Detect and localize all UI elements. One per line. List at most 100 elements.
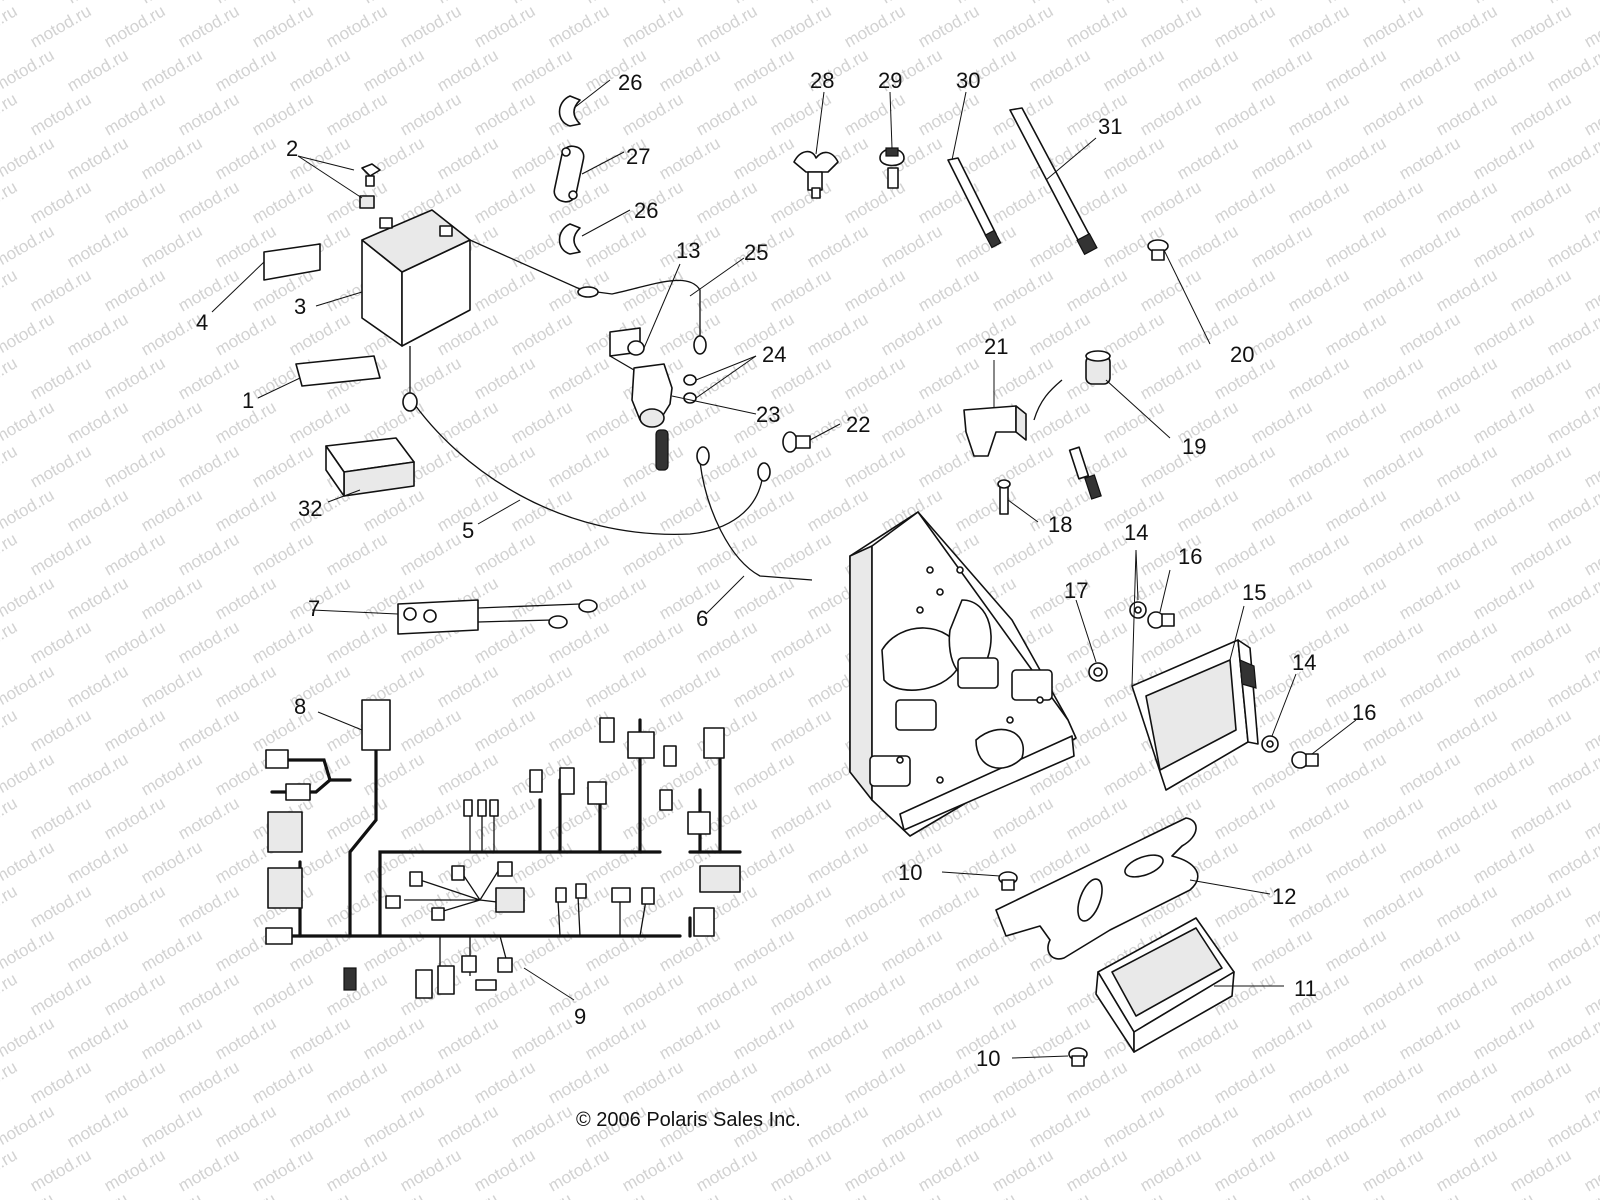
watermark-text: motod.ru (101, 881, 169, 931)
watermark-text: motod.ru (101, 265, 169, 315)
watermark-text: motod.ru (249, 89, 317, 139)
watermark-text: motod.ru (1544, 45, 1600, 95)
watermark-text: motod.ru (656, 485, 724, 535)
watermark-text: motod.ru (1433, 89, 1501, 139)
watermark-text: motod.ru (434, 397, 502, 447)
callout-12: 12 (1272, 884, 1296, 909)
callout-31: 31 (1098, 114, 1122, 139)
watermark-text: motod.ru (1285, 1057, 1353, 1107)
ground-cable-6 (699, 461, 813, 581)
battery-pad (295, 355, 381, 387)
bolt-10 (998, 871, 1088, 1067)
control-module-11 (1095, 917, 1235, 1053)
watermark-text: motod.ru (730, 485, 798, 535)
watermark-text: motod.ru (249, 1057, 317, 1107)
watermark-text: motod.ru (693, 1, 761, 51)
watermark-text: motod.ru (249, 617, 317, 667)
watermark-text: motod.ru (434, 749, 502, 799)
watermark-text: motod.ru (1211, 1, 1279, 51)
watermark-text: motod.ru (138, 397, 206, 447)
watermark-text: motod.ru (434, 0, 502, 7)
watermark-text: motod.ru (471, 1, 539, 51)
watermark-text: motod.ru (1433, 529, 1501, 579)
watermark-text: motod.ru (1544, 485, 1600, 535)
watermark-text: motod.ru (212, 309, 280, 359)
watermark-text: motod.ru (1544, 573, 1600, 623)
watermark-text: motod.ru (619, 1057, 687, 1107)
watermark-text: motod.ru (1137, 353, 1205, 403)
watermark-text: motod.ru (656, 1189, 724, 1200)
watermark-text: motod.ru (841, 441, 909, 491)
watermark-text: motod.ru (1063, 617, 1131, 667)
watermark-text: motod.ru (27, 1057, 95, 1107)
watermark-text: motod.ru (878, 397, 946, 447)
watermark-text: motod.ru (434, 1189, 502, 1200)
clip-26-bottom (558, 223, 581, 255)
watermark-text: motod.ru (1211, 177, 1279, 227)
watermark-text: motod.ru (175, 793, 243, 843)
watermark-text: motod.ru (1507, 441, 1575, 491)
watermark-text: motod.ru (767, 705, 835, 755)
watermark-text: motod.ru (64, 309, 132, 359)
watermark-text: motod.ru (1100, 0, 1168, 7)
watermark-text: motod.ru (1507, 265, 1575, 315)
watermark-text: motod.ru (1396, 221, 1464, 271)
watermark-text: motod.ru (730, 925, 798, 975)
watermark-text: motod.ru (286, 45, 354, 95)
watermark-text: motod.ru (1285, 1145, 1353, 1195)
watermark-text: motod.ru (1322, 573, 1390, 623)
watermark-text: motod.ru (101, 1057, 169, 1107)
watermark-text: motod.ru (1248, 837, 1316, 887)
watermark-text: motod.ru (434, 837, 502, 887)
negative-cable-5 (409, 346, 763, 535)
watermark-text: motod.ru (397, 881, 465, 931)
watermark-text: motod.ru (619, 441, 687, 491)
watermark-text: motod.ru (841, 89, 909, 139)
watermark-text: motod.ru (1433, 969, 1501, 1019)
callout-9: 9 (574, 1004, 586, 1029)
watermark-text: motod.ru (434, 661, 502, 711)
bolt-16 (1147, 611, 1319, 769)
watermark-text: motod.ru (286, 0, 354, 7)
callout-16-lower: 16 (1352, 700, 1376, 725)
watermark-text: motod.ru (101, 353, 169, 403)
watermark-text: motod.ru (1100, 1101, 1168, 1151)
watermark-text: motod.ru (989, 177, 1057, 227)
watermark-text: motod.ru (1544, 837, 1600, 887)
watermark-text: motod.ru (1396, 309, 1464, 359)
watermark-text: motod.ru (0, 441, 20, 491)
watermark-text: motod.ru (101, 1, 169, 51)
watermark-text: motod.ru (1359, 353, 1427, 403)
watermark-text: motod.ru (64, 573, 132, 623)
watermark-text: motod.ru (360, 1101, 428, 1151)
watermark-text: motod.ru (1470, 925, 1538, 975)
watermark-text: motod.ru (1433, 617, 1501, 667)
plate-12 (995, 817, 1199, 960)
watermark-text: motod.ru (0, 573, 57, 623)
watermark-text: motod.ru (1359, 1057, 1427, 1107)
watermark-text: motod.ru (1322, 45, 1390, 95)
watermark-text: motod.ru (175, 1057, 243, 1107)
watermark-text: motod.ru (138, 485, 206, 535)
watermark-text: motod.ru (0, 1189, 57, 1200)
watermark-text: motod.ru (1322, 1189, 1390, 1200)
watermark-text: motod.ru (767, 177, 835, 227)
watermark-text: motod.ru (582, 573, 650, 623)
watermark-text: motod.ru (989, 1145, 1057, 1195)
watermark-text: motod.ru (1063, 529, 1131, 579)
watermark-text: motod.ru (878, 221, 946, 271)
watermark-text: motod.ru (1211, 529, 1279, 579)
watermark-text: motod.ru (656, 0, 724, 7)
watermark-text: motod.ru (0, 309, 57, 359)
watermark-text: motod.ru (1063, 1, 1131, 51)
watermark-text: motod.ru (1359, 529, 1427, 579)
watermark-text: motod.ru (249, 969, 317, 1019)
callout-11: 11 (1294, 976, 1317, 1001)
watermark-text: motod.ru (397, 793, 465, 843)
watermark-text: motod.ru (1026, 309, 1094, 359)
callout-26-lower: 26 (634, 198, 658, 223)
watermark-text: motod.ru (693, 1145, 761, 1195)
watermark-text: motod.ru (27, 529, 95, 579)
watermark-text: motod.ru (1063, 1145, 1131, 1195)
callout-22: 22 (846, 412, 870, 437)
